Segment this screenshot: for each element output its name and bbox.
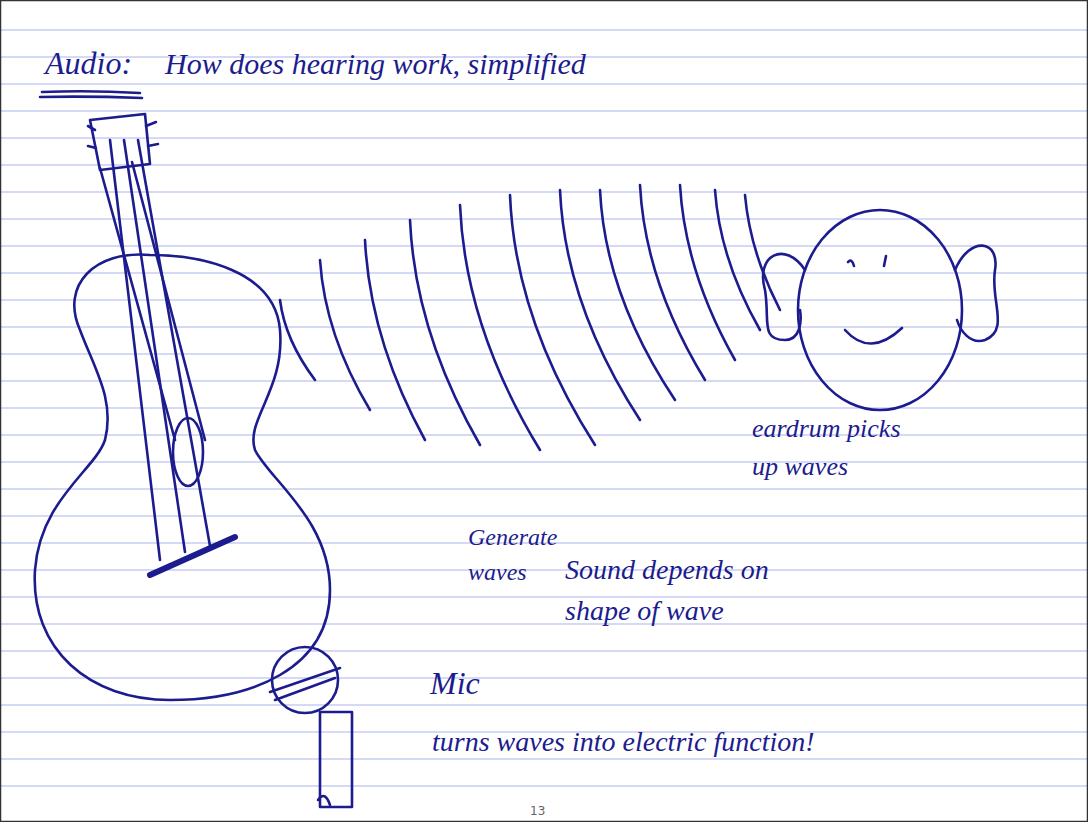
page-number: 13 [530, 803, 570, 820]
title-underline [40, 91, 142, 98]
microphone [270, 647, 352, 807]
guitar-drawing [35, 114, 330, 700]
sound-note: Sound depends on shape of wave [565, 550, 825, 631]
generate-note: Generate waves [468, 520, 578, 590]
ruled-lines [0, 30, 1088, 786]
mic-note: turns waves into electric function! [432, 722, 1082, 763]
listener-face [763, 210, 998, 410]
heading-text: How does hearing work, simplified [165, 42, 765, 86]
eardrum-note: eardrum picks up waves [752, 410, 922, 485]
mic-label: Mic [430, 660, 520, 706]
sound-waves [280, 185, 780, 450]
